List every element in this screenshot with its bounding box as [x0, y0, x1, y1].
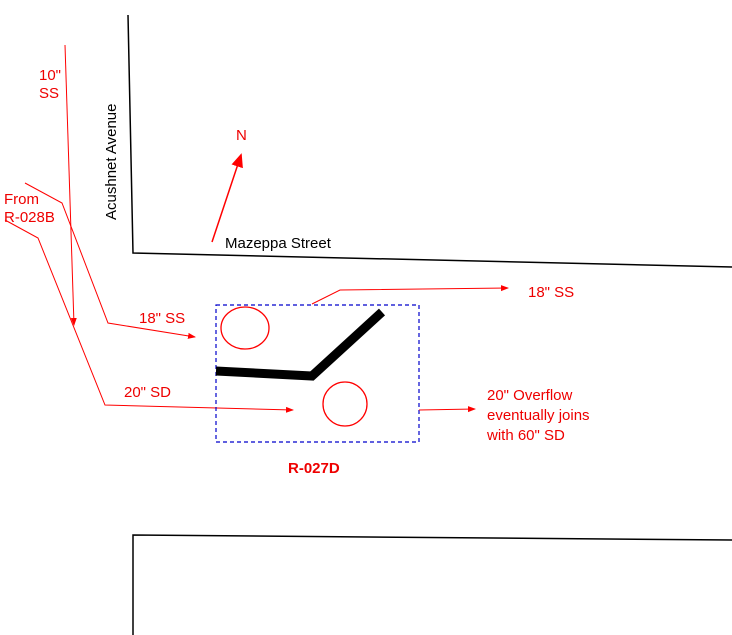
pipe-18-ss-outlet	[311, 285, 509, 305]
pipe-18-ss-inlet	[24, 182, 196, 339]
pipe-18-ss-outlet-label: 18" SS	[528, 284, 574, 301]
weir-wall	[215, 308, 386, 381]
pipe-10-ss-label-line1: 10"	[39, 67, 61, 84]
pipe-10-ss	[64, 44, 77, 326]
acushnet-avenue-label: Acushnet Avenue	[103, 104, 120, 220]
street-curb-lower	[132, 534, 732, 635]
overflow-label-line2: eventually joins	[487, 407, 590, 424]
pipe-10-ss-label-line2: SS	[39, 85, 59, 102]
north-arrow	[211, 153, 243, 243]
north-label: N	[236, 127, 247, 144]
manhole-sd	[322, 381, 368, 427]
pipe-20-sd-inlet-label: 20" SD	[124, 384, 171, 401]
from-label-line1: From	[4, 191, 39, 208]
mazeppa-street-label: Mazeppa Street	[225, 235, 332, 252]
pipe-18-ss-inlet-label: 18" SS	[139, 310, 185, 327]
overflow-label-line3: with 60" SD	[486, 427, 565, 444]
overflow-label-line1: 20" Overflow	[487, 387, 573, 404]
from-label-line2: R-028B	[4, 209, 55, 226]
pipe-20-sd-inlet	[4, 219, 294, 413]
structure-id-label: R-027D	[288, 460, 340, 477]
manhole-ss	[220, 306, 270, 350]
pipe-20-overflow-outlet	[418, 406, 476, 413]
street-curb-upper	[127, 14, 732, 268]
